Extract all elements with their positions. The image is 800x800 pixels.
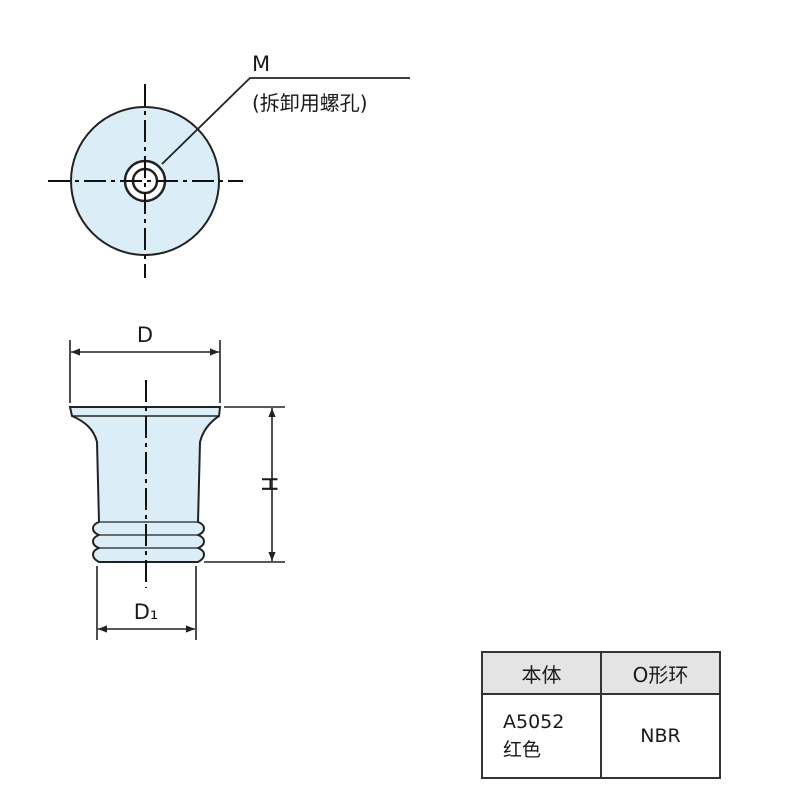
thread-leader-line: [161, 77, 410, 165]
body-material-code: A5052: [503, 711, 565, 733]
header-oring: O形环: [600, 651, 721, 695]
cell-body-material: A5052 红色: [481, 693, 602, 779]
table-row: A5052 红色 NBR: [481, 693, 721, 779]
dim-h-label: H: [257, 476, 281, 492]
header-body: 本体: [481, 651, 602, 695]
side-view: D H D₁: [68, 323, 285, 640]
thread-label: M: [252, 52, 270, 76]
part-body-profile: [68, 406, 222, 563]
materials-table: 本体 O形环 A5052 红色 NBR: [481, 651, 721, 779]
dim-d1-label: D₁: [134, 600, 159, 624]
dim-d-label: D: [137, 323, 153, 347]
table-header-row: 本体 O形环: [481, 651, 721, 695]
cell-oring-material: NBR: [600, 693, 721, 779]
body-material-color: 红色: [503, 739, 542, 761]
thread-note: (拆卸用螺孔): [252, 91, 368, 115]
top-view: M (拆卸用螺孔): [48, 52, 410, 278]
